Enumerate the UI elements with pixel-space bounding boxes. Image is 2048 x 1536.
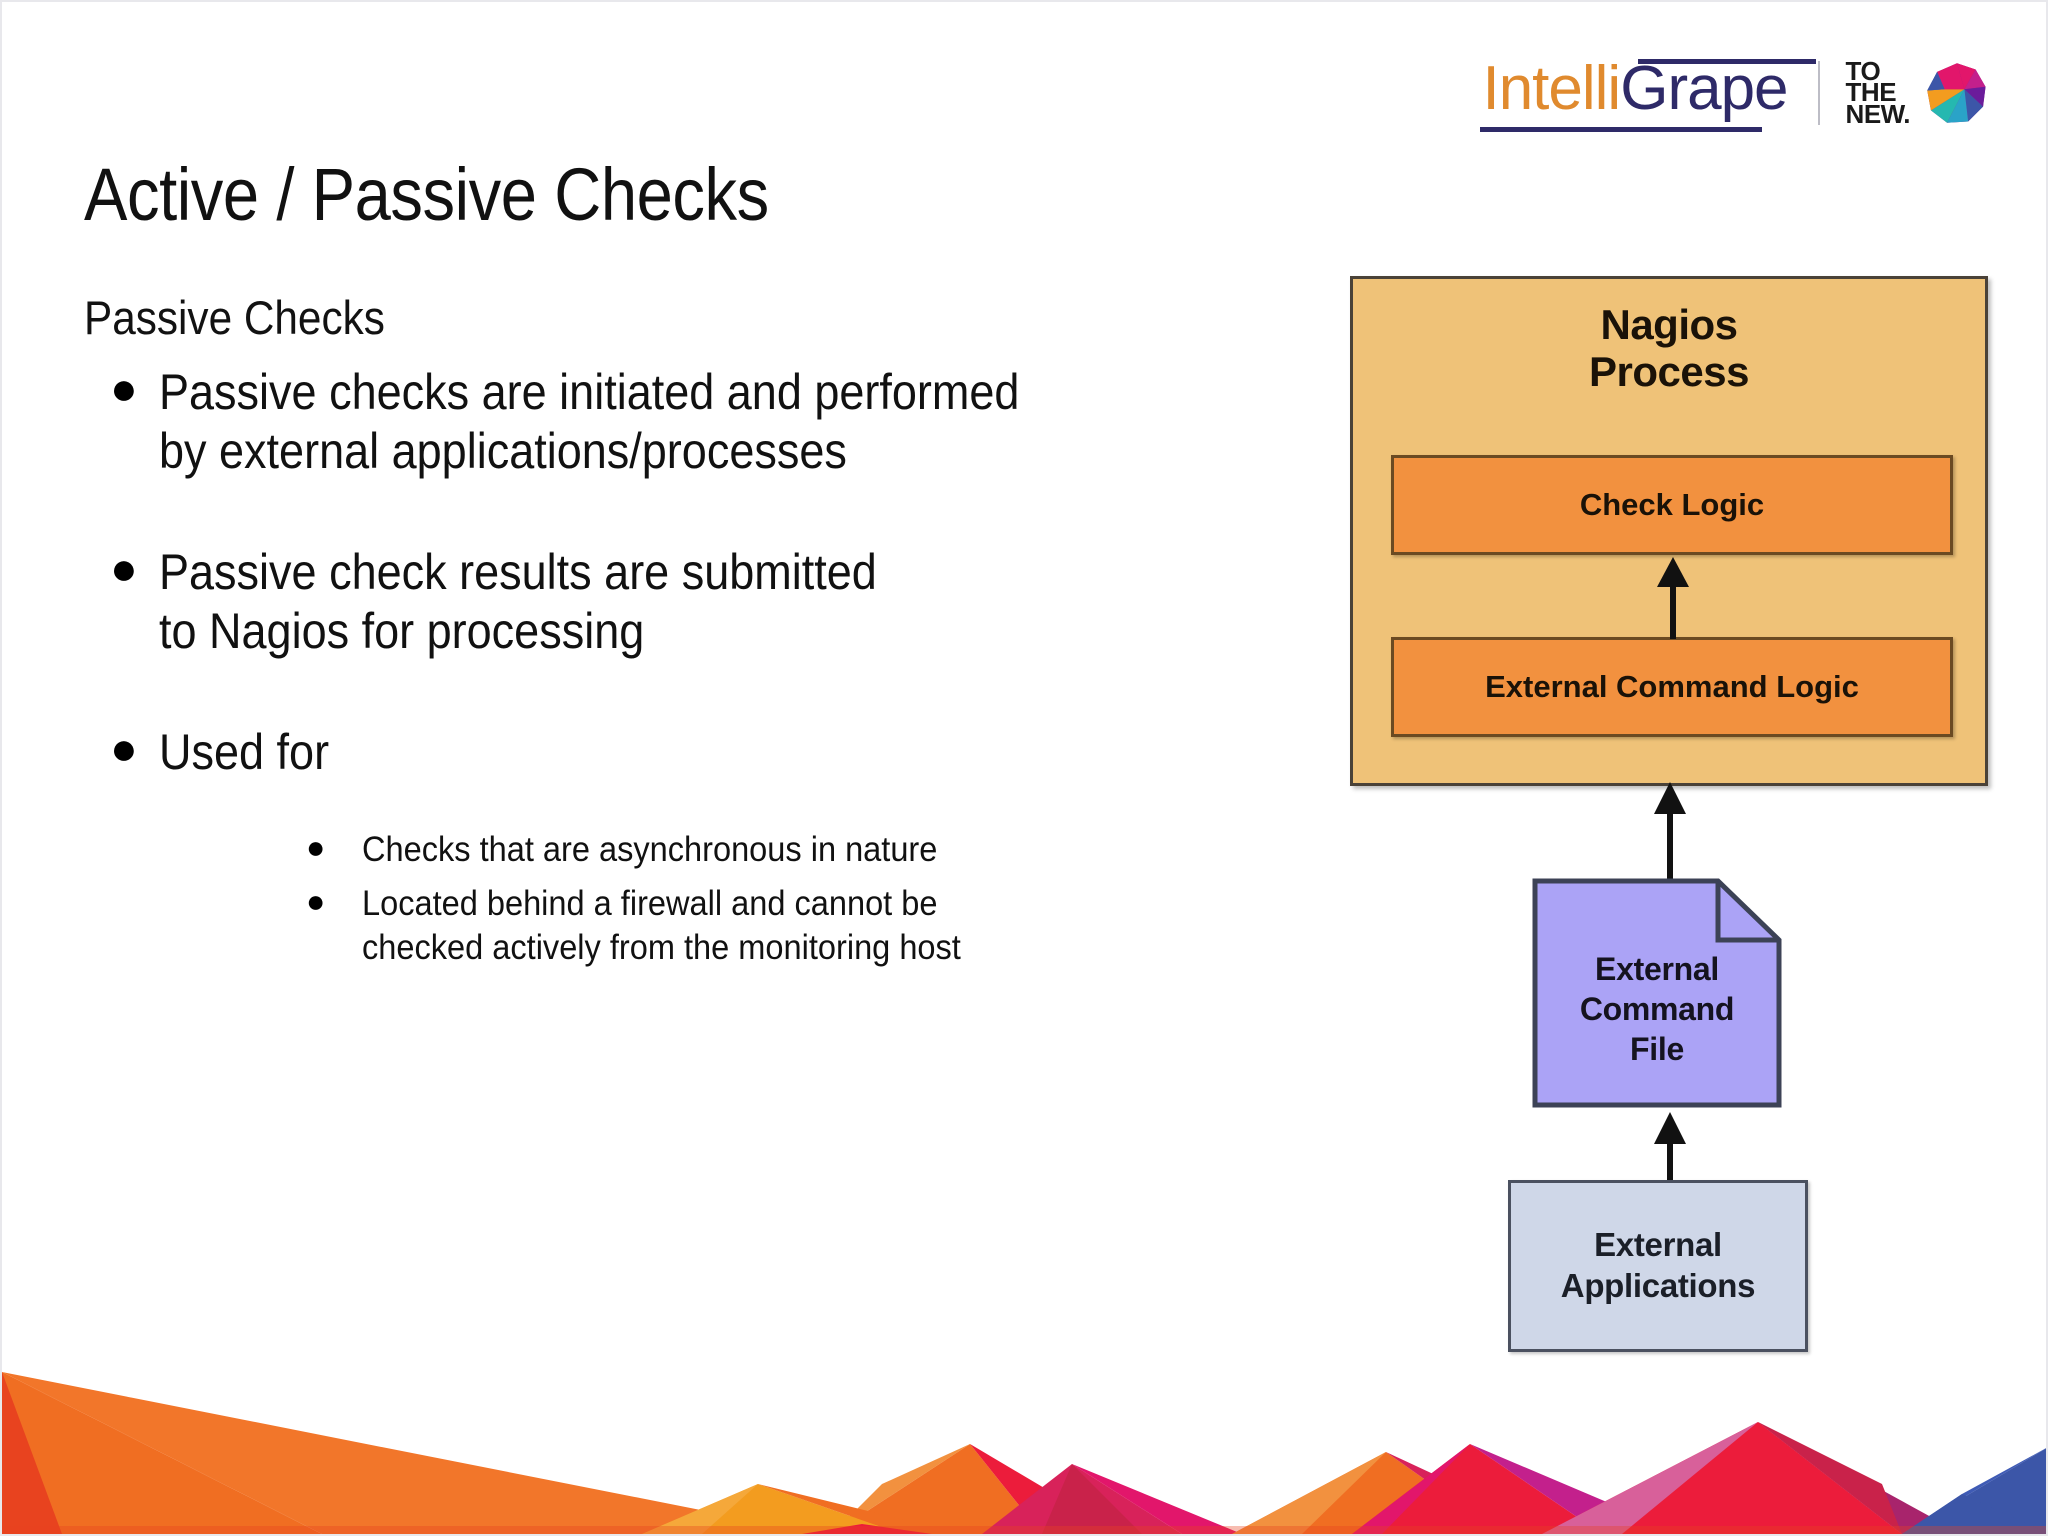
intelligrape-logo: Intelli Grape <box>1478 53 1817 134</box>
external-command-logic-box: External Command Logic <box>1391 637 1953 737</box>
external-command-file-node: External Command File <box>1532 878 1782 1108</box>
sub-bullet-marker-icon: ● <box>306 829 326 865</box>
check-logic-box: Check Logic <box>1391 455 1953 555</box>
sub-bullet-text-1: Checks that are asynchronous in nature <box>362 830 938 869</box>
section-heading: Passive Checks <box>84 291 385 344</box>
sub-bullet-item-1: ● Checks that are asynchronous in nature <box>294 828 1324 872</box>
arrow-external-applications-to-external-command-file-icon <box>1654 1112 1686 1188</box>
external-applications-box: External Applications <box>1508 1180 1808 1352</box>
external-command-logic-label: External Command Logic <box>1485 669 1859 704</box>
external-applications-label: External Applications <box>1560 1226 1756 1304</box>
bullet-marker-icon: ● <box>110 722 138 774</box>
nagios-process-title: Nagios Process <box>1589 301 1749 396</box>
tothenew-logo: TO THE NEW. <box>1845 56 1988 129</box>
sub-bullet-marker-icon: ● <box>306 883 326 920</box>
bullet-text-1: Passive checks are initiated and perform… <box>159 364 1020 479</box>
bullet-text-3: Used for <box>159 724 330 780</box>
nagios-process-panel: Nagios Process Check Logic External Comm… <box>1350 276 1988 786</box>
brand-header: Intelli Grape TO THE NEW. <box>1478 50 1988 136</box>
brand-divider-icon <box>1817 61 1820 125</box>
sub-bullet-group: ● Checks that are asynchronous in nature… <box>294 828 1324 970</box>
bullet-marker-icon: ● <box>110 362 138 414</box>
arrow-external-command-file-to-nagios-process-icon <box>1654 782 1686 882</box>
logo-rule-bottom <box>1480 126 1763 132</box>
bullet-item-1: ● Passive checks are initiated and perfo… <box>84 362 1324 481</box>
tothenew-wordmark: TO THE NEW. <box>1845 56 1911 129</box>
logo-text-grape: Grape <box>1620 53 1788 123</box>
logo-text-intelli: Intelli <box>1482 53 1621 123</box>
sub-bullet-text-2: Located behind a firewall and cannot be … <box>362 884 961 968</box>
tothenew-line-2: THE <box>1845 77 1897 108</box>
bullet-marker-icon: ● <box>110 542 138 594</box>
bullet-text-2: Passive check results are submitted to N… <box>159 544 877 659</box>
tothenew-line-3: NEW. <box>1845 98 1911 129</box>
polygon-gem-icon <box>1927 63 1986 123</box>
arrow-external-command-logic-to-check-logic-icon <box>1657 557 1689 639</box>
external-command-file-label: External Command File <box>1579 951 1735 1067</box>
nagios-passive-check-diagram: Nagios Process Check Logic External Comm… <box>1350 276 1990 1352</box>
bullet-item-3: ● Used for <box>84 722 1324 782</box>
check-logic-label: Check Logic <box>1579 487 1765 522</box>
document-shape-icon <box>1532 878 1782 1108</box>
low-poly-mountains-graphic <box>2 1372 2046 1534</box>
content-body: Passive Checks ● Passive checks are init… <box>84 290 1324 970</box>
tothenew-line-1: TO <box>1845 56 1881 87</box>
page-title: Active / Passive Checks <box>84 153 769 236</box>
logo-rule-top <box>1638 58 1817 64</box>
bullet-item-2: ● Passive check results are submitted to… <box>84 542 1324 661</box>
sub-bullet-item-2: ● Located behind a firewall and cannot b… <box>294 882 1324 970</box>
